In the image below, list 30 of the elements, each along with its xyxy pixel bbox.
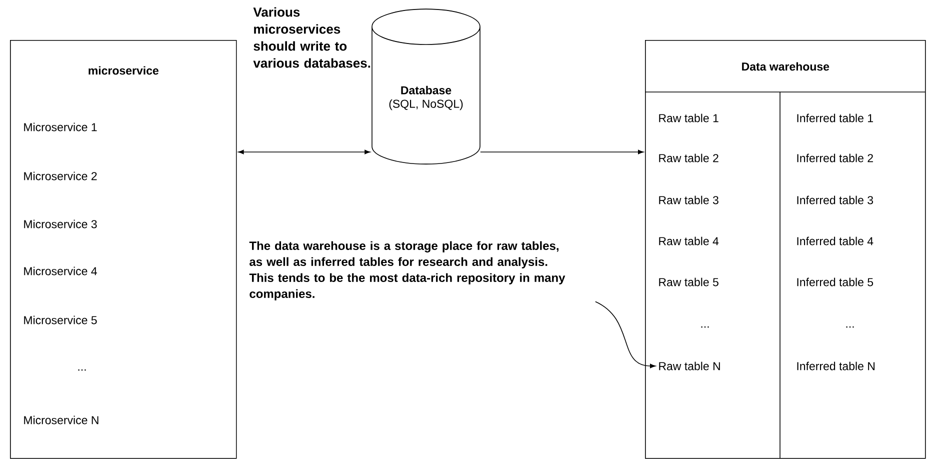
list-item: Microservice 1 — [24, 122, 97, 132]
list-item: Microservice N — [24, 416, 98, 424]
panel-box — [645, 40, 926, 459]
table-name: ... — [846, 326, 854, 328]
list-item: Microservice 4 — [24, 266, 97, 276]
table-name: Inferred table 3 — [797, 196, 874, 204]
table-name: Inferred table 4 — [797, 236, 874, 246]
table-name: Raw table 5 — [659, 278, 718, 286]
table-name: Inferred table 2 — [797, 154, 873, 162]
list-item: Microservice 5 — [24, 316, 97, 324]
table-name: Inferred table N — [797, 362, 875, 370]
list-item: ... — [78, 369, 86, 371]
panel-heading: microservice — [88, 66, 158, 75]
database-cylinder: Database (SQL, NoSQL) — [372, 8, 480, 164]
panel-box — [10, 40, 237, 459]
table-name: ... — [701, 326, 709, 328]
table-name: Raw table N — [659, 362, 720, 370]
table-name: Inferred table 1 — [797, 114, 873, 122]
panel-heading: Data warehouse — [742, 62, 830, 71]
arrow — [238, 150, 370, 154]
list-item: Microservice 3 — [24, 220, 97, 228]
table-name: Inferred table 5 — [797, 278, 874, 286]
arrow — [480, 150, 644, 154]
note-text: The data warehouse is a storage place for raw tables, as well as inferred tables for research and analysis. This tends to be the most data-rich repository in many companies. — [249, 241, 566, 300]
table-name: Raw table 3 — [659, 196, 718, 204]
list-item: Microservice 2 — [24, 172, 97, 180]
table-name: Raw table 2 — [659, 154, 718, 162]
curved-arrow — [595, 301, 656, 368]
table-name: Raw table 1 — [659, 114, 718, 122]
table-name: Raw table 4 — [659, 236, 719, 246]
